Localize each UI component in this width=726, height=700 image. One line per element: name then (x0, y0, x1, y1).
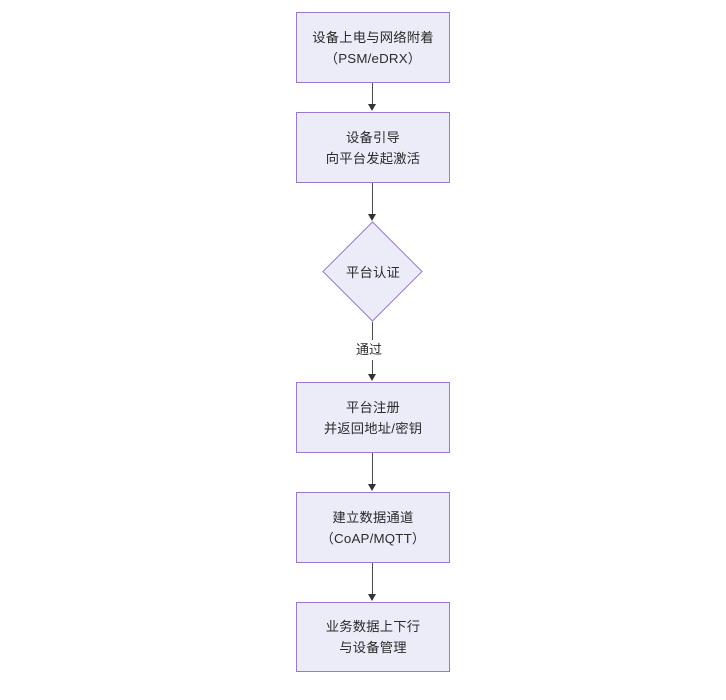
node-platform-register-line2: 并返回地址/密钥 (323, 420, 423, 436)
node-business-data-line1: 业务数据上下行 (325, 619, 421, 634)
connector-channel-to-business (372, 563, 373, 594)
node-data-channel-line1: 建立数据通道 (332, 509, 414, 525)
edge-label-pass: 通过 (353, 340, 386, 360)
node-data-channel[interactable]: 建立数据通道 （CoAP/MQTT） (296, 492, 450, 563)
node-data-channel-line2: （CoAP/MQTT） (320, 530, 426, 546)
node-bootstrap-line1: 设备引导 (346, 129, 400, 145)
node-platform-register-line1: 平台注册 (346, 399, 400, 415)
arrowhead-data-channel (368, 484, 376, 491)
arrowhead-platform-register (368, 374, 376, 381)
node-power-on-line1: 设备上电与网络附着 (312, 29, 434, 45)
node-platform-register[interactable]: 平台注册 并返回地址/密钥 (296, 382, 450, 453)
node-platform-auth[interactable] (322, 221, 423, 322)
node-power-on-line2: （PSM/eDRX） (324, 50, 422, 66)
arrowhead-platform-auth (368, 214, 376, 221)
node-bootstrap-line2: 向平台发起激活 (325, 150, 421, 166)
node-power-on[interactable]: 设备上电与网络附着 （PSM/eDRX） (296, 12, 450, 83)
arrowhead-bootstrap (368, 104, 376, 111)
node-business-data-line2: 与设备管理 (339, 640, 407, 655)
connector-bootstrap-to-auth (372, 183, 373, 215)
arrowhead-business-data (368, 594, 376, 601)
node-bootstrap[interactable]: 设备引导 向平台发起激活 (296, 112, 450, 183)
node-business-data[interactable]: 业务数据上下行 与设备管理 (296, 602, 450, 672)
connector-register-to-channel (372, 453, 373, 484)
connector-power-on-to-bootstrap (372, 83, 373, 105)
